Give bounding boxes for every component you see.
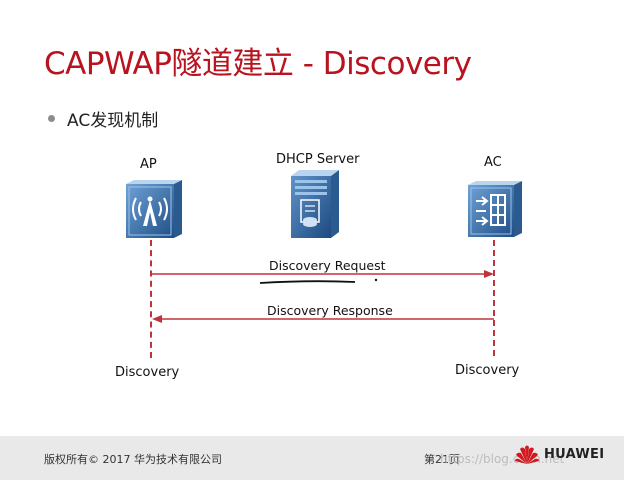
ap-discovery-label: Discovery bbox=[115, 365, 180, 380]
dhcp-server-label: DHCP Server bbox=[276, 152, 360, 167]
ap-lifeline bbox=[150, 240, 152, 358]
discovery-request-label: Discovery Request bbox=[269, 258, 386, 273]
huawei-logo: HUAWEI bbox=[514, 443, 604, 465]
ac-lifeline bbox=[493, 240, 495, 356]
bullet-dot bbox=[48, 115, 55, 122]
access-controller-icon bbox=[468, 181, 522, 237]
request-arrowhead bbox=[484, 270, 494, 278]
dhcp-server-icon bbox=[291, 170, 339, 238]
copyright-text: 版权所有© 2017 华为技术有限公司 bbox=[44, 453, 222, 466]
bullet-text: AC发现机制 bbox=[67, 111, 159, 131]
ac-label: AC bbox=[484, 155, 502, 170]
bullet-item: AC发现机制 bbox=[48, 106, 158, 131]
huawei-flower-icon bbox=[515, 445, 539, 464]
message-arrows bbox=[152, 270, 494, 323]
slide-title: CAPWAP隧道建立 - Discovery bbox=[44, 46, 472, 82]
ap-label: AP bbox=[140, 157, 157, 172]
ink-dot bbox=[374, 278, 378, 282]
discovery-response-label: Discovery Response bbox=[267, 303, 393, 318]
huawei-logo-text: HUAWEI bbox=[544, 446, 605, 462]
ac-discovery-label: Discovery bbox=[455, 363, 520, 378]
handwritten-underline bbox=[259, 280, 356, 284]
page-number: 第21页 bbox=[424, 453, 460, 466]
response-arrowhead bbox=[152, 315, 162, 323]
access-point-icon bbox=[126, 180, 182, 238]
